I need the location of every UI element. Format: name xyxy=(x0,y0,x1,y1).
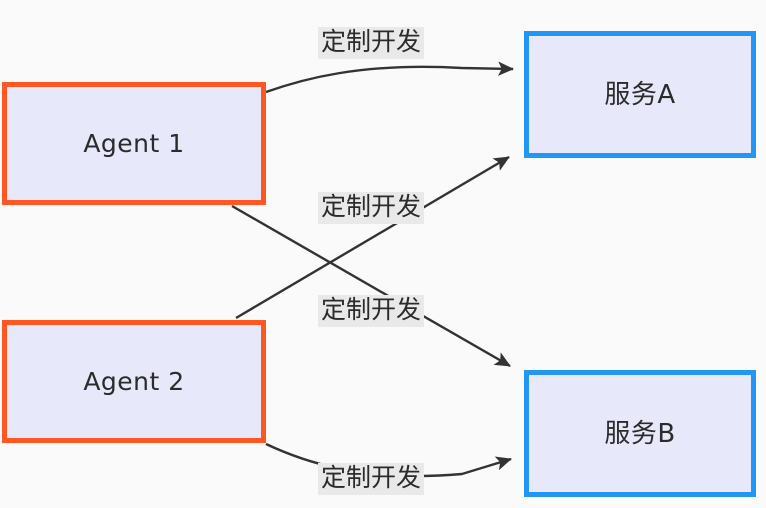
edge-label-agent1-serviceA: 定制开发 xyxy=(318,27,425,59)
edge-line-agent2-serviceA xyxy=(235,155,510,320)
edge-label-agent1-serviceB: 定制开发 xyxy=(318,295,425,327)
edge-label-agent2-serviceB: 定制开发 xyxy=(318,463,425,495)
edge-line-agent1-serviceA xyxy=(265,61,514,94)
node-service-b[interactable]: 服务B xyxy=(524,370,756,497)
edge-label-agent2-serviceA: 定制开发 xyxy=(318,192,425,224)
node-agent-1-label: Agent 1 xyxy=(83,129,185,158)
node-agent-2-label: Agent 2 xyxy=(83,367,185,396)
node-service-a[interactable]: 服务A xyxy=(524,31,756,158)
node-agent-2[interactable]: Agent 2 xyxy=(2,320,266,443)
edge-line-agent1-serviceB xyxy=(231,204,511,368)
node-service-a-label: 服务A xyxy=(604,79,676,110)
node-service-b-label: 服务B xyxy=(604,418,676,449)
node-agent-1[interactable]: Agent 1 xyxy=(2,82,266,205)
